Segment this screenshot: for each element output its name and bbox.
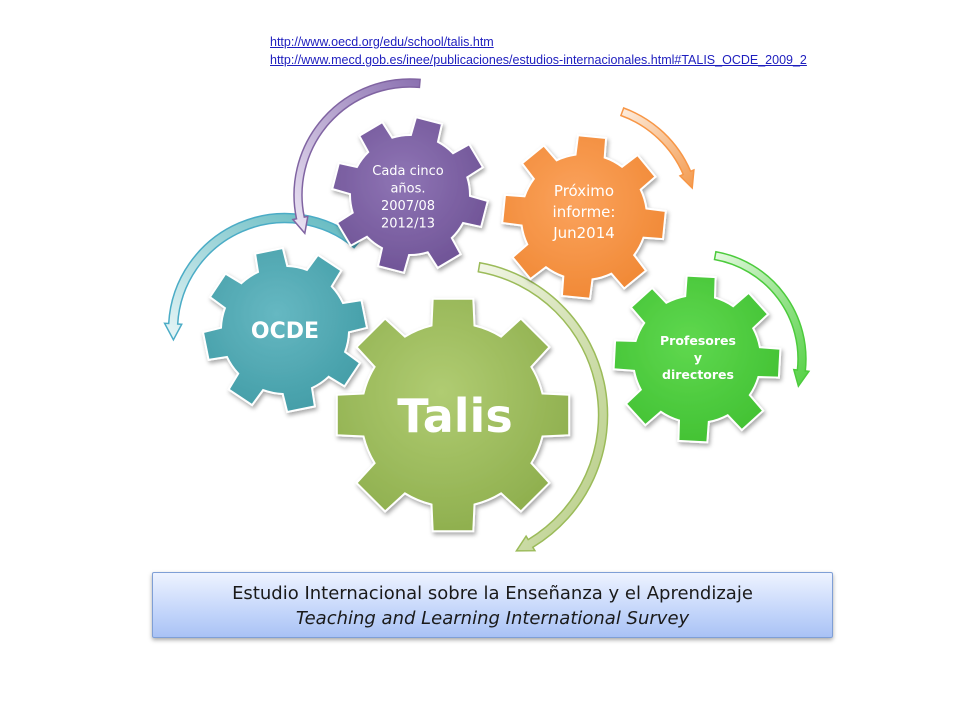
- arrow-talis-icon: [477, 261, 609, 552]
- gear-proximo: [501, 134, 667, 300]
- gear-ocde: [201, 246, 369, 414]
- arrow-proximo-icon: [619, 107, 695, 190]
- gear-talis-label: Talis: [397, 389, 512, 443]
- caption-english: Teaching and Learning International Surv…: [295, 608, 690, 629]
- gear-ocde-label: OCDE: [251, 319, 319, 344]
- reference-links: http://www.oecd.org/edu/school/talis.htm…: [270, 33, 807, 69]
- oecd-link[interactable]: http://www.oecd.org/edu/school/talis.htm: [270, 35, 494, 49]
- gear-profesores-label-2: directores: [662, 367, 734, 382]
- caption-spanish: Estudio Internacional sobre la Enseñanza…: [232, 583, 753, 604]
- gear-cada-label-2: 2007/08: [381, 199, 435, 214]
- gear-cada: [330, 115, 490, 275]
- gear-proximo-label-1: informe:: [553, 203, 616, 221]
- arrow-cada-icon: [291, 78, 421, 235]
- gear-proximo-label-0: Próximo: [554, 182, 614, 200]
- gear-cada-label-3: 2012/13: [381, 217, 435, 232]
- gear-talis: [335, 297, 571, 533]
- gear-profesores-label-0: Profesores: [660, 333, 736, 348]
- caption-box: Estudio Internacional sobre la Enseñanza…: [152, 572, 833, 638]
- arrow-ocde-icon: [163, 212, 361, 342]
- mecd-link[interactable]: http://www.mecd.gob.es/inee/publicacione…: [270, 53, 807, 67]
- gear-profesores-label-1: y: [694, 350, 702, 365]
- gear-proximo-label-2: Jun2014: [552, 224, 615, 242]
- gear-profesores: [612, 274, 782, 444]
- arrow-profesores-icon: [713, 250, 811, 388]
- gear-cada-label-0: Cada cinco: [372, 164, 444, 179]
- gear-cada-label-1: años.: [390, 182, 425, 197]
